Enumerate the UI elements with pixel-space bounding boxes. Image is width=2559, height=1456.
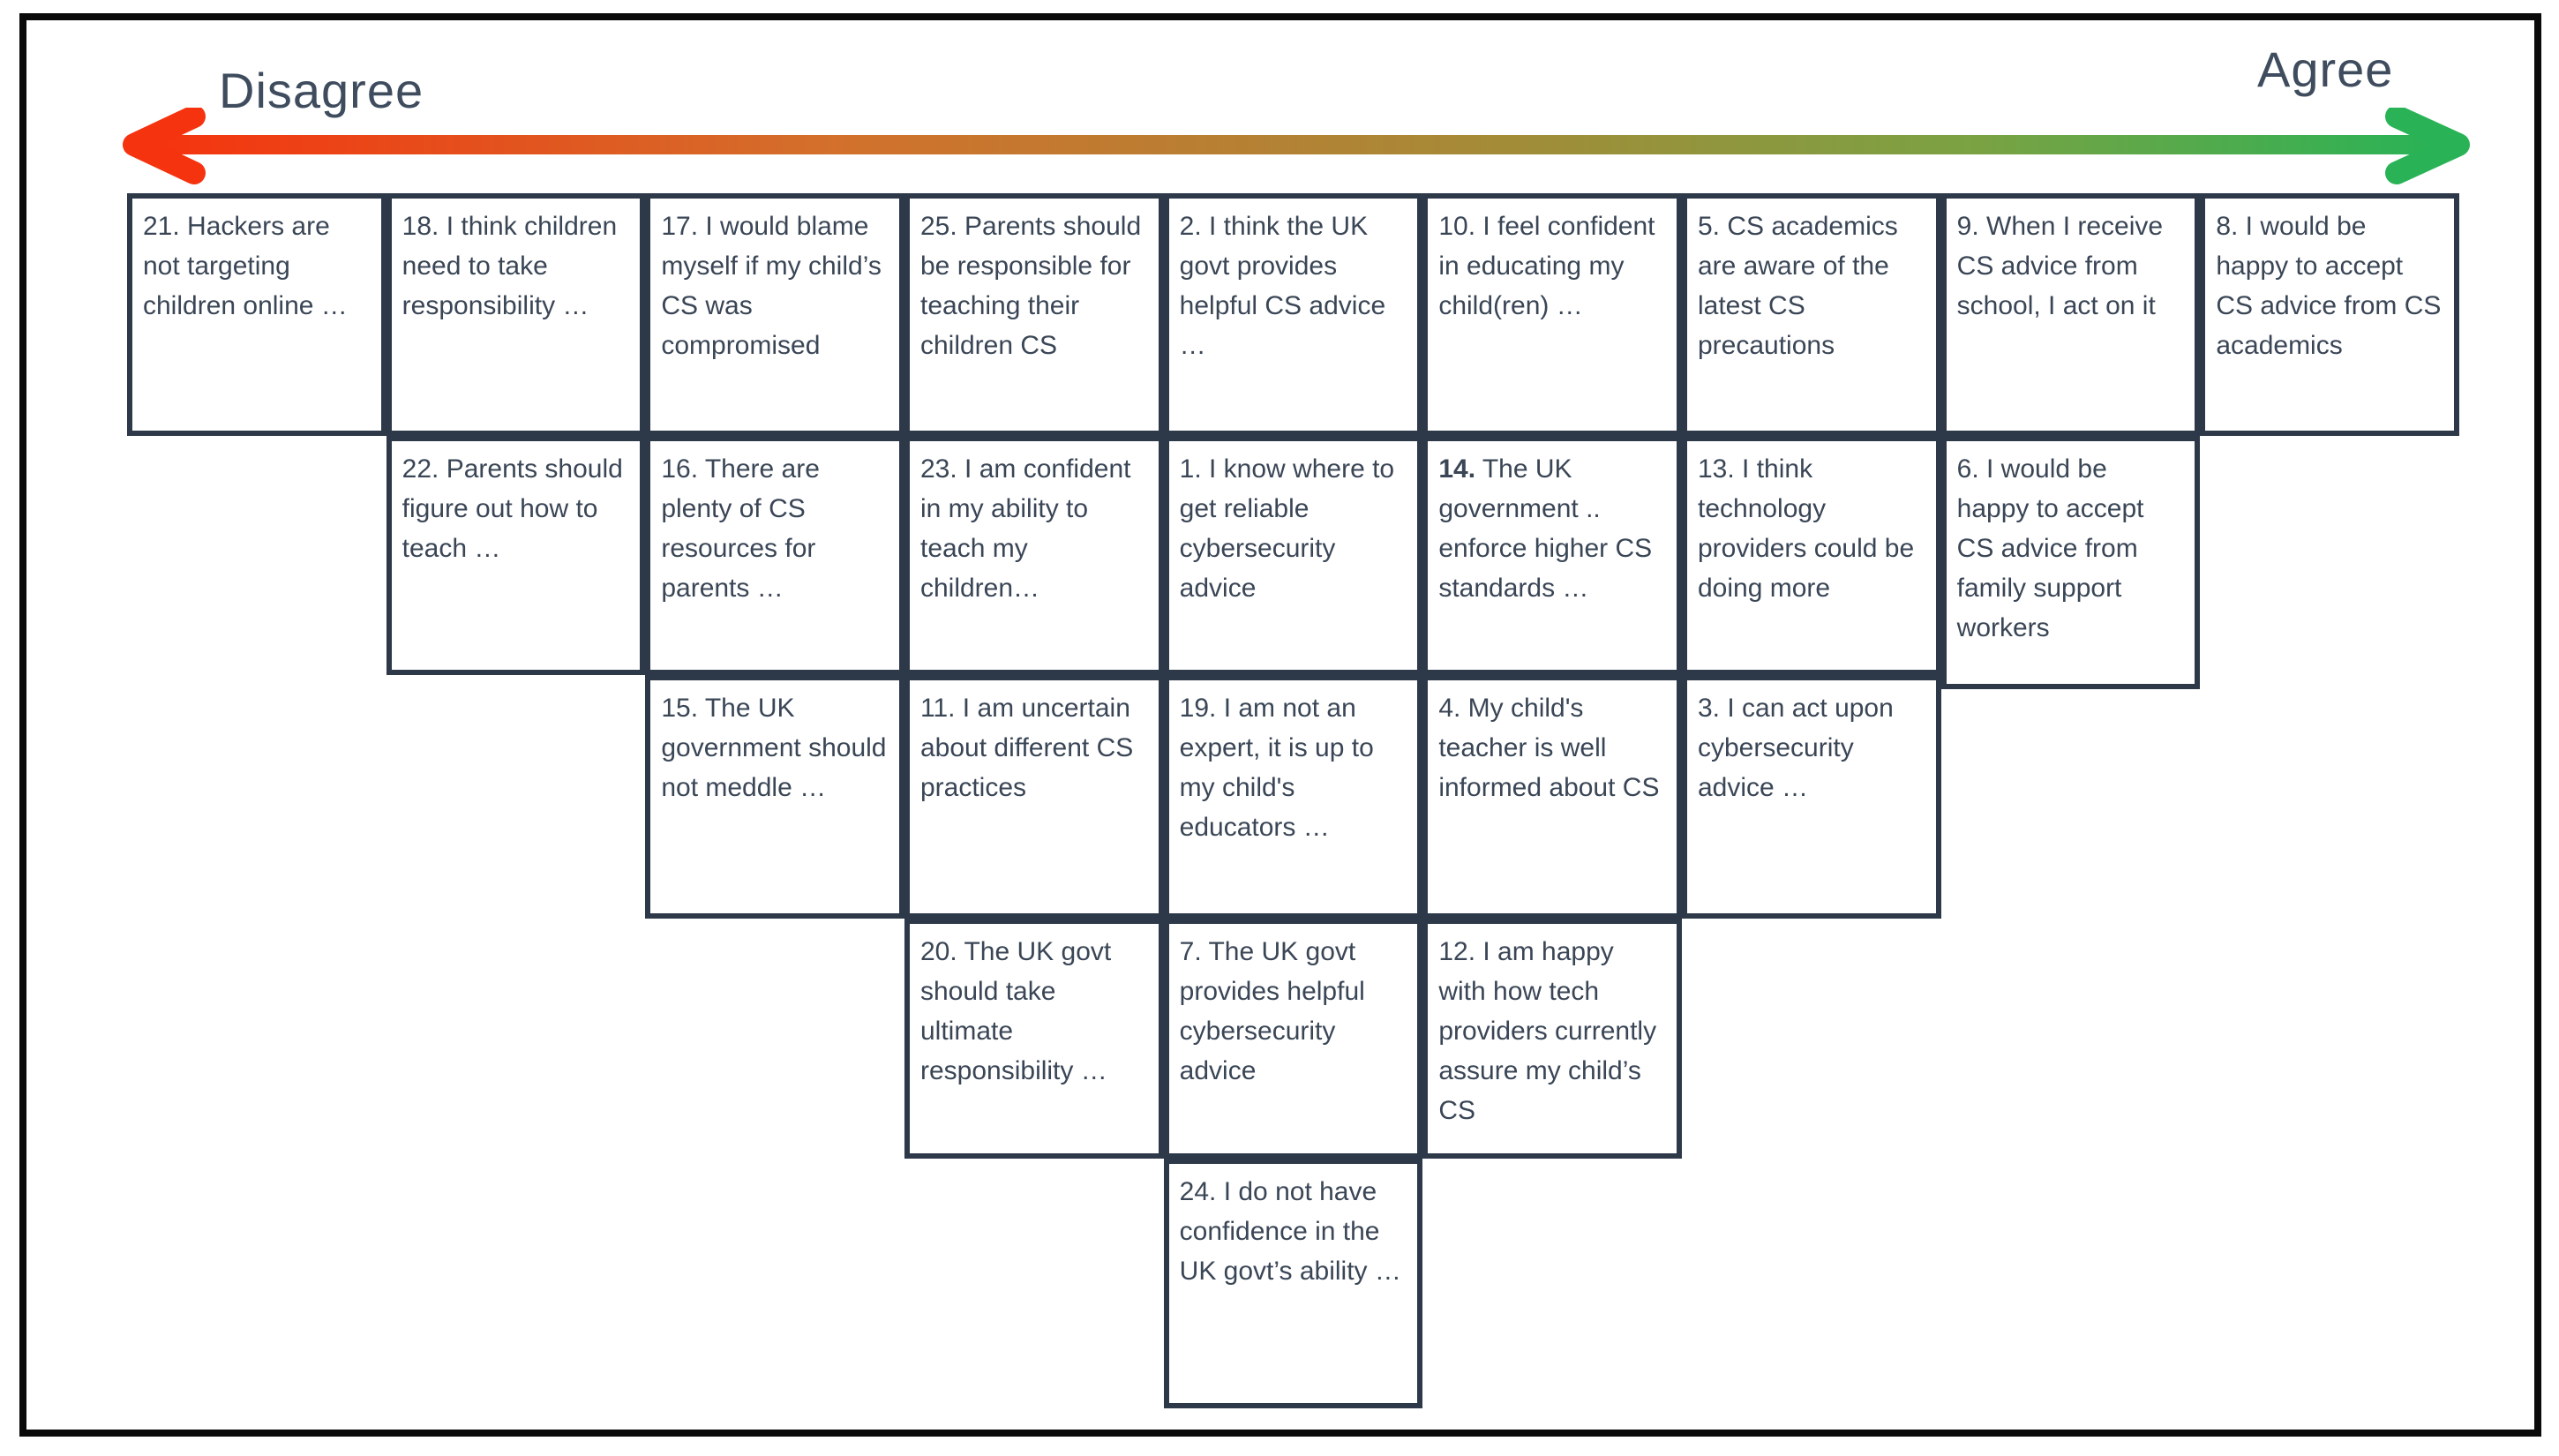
- statement-card-25: 25. Parents should be responsible for te…: [904, 193, 1164, 436]
- disagree-label: Disagree: [219, 63, 424, 118]
- statement-card-20: 20. The UK govt should take ultimate res…: [904, 919, 1164, 1159]
- statement-card-1: 1. I know where to get reliable cybersec…: [1163, 436, 1423, 675]
- statement-card-4: 4. My child's teacher is well informed a…: [1422, 675, 1682, 919]
- statement-card-11: 11. I am uncertain about different CS pr…: [904, 675, 1164, 919]
- statement-card-8: 8. I would be happy to accept CS advice …: [2200, 193, 2459, 436]
- statement-card-16: 16. There are plenty of CS resources for…: [645, 436, 904, 675]
- arrow-shaft: [148, 135, 2435, 154]
- qsort-statement-board: 21. Hackers are not targeting children o…: [127, 193, 2459, 1408]
- statement-card-22: 22. Parents should figure out how to tea…: [386, 436, 646, 675]
- statement-card-18: 18. I think children need to take respon…: [386, 193, 646, 436]
- arrow-right-head-icon: [2385, 108, 2470, 184]
- statement-card-9: 9. When I receive CS advice from school,…: [1940, 193, 2201, 436]
- disagree-agree-gradient-arrow: [123, 108, 2470, 184]
- statement-card-14: 14. The UK government .. enforce higher …: [1422, 436, 1682, 675]
- agree-label: Agree: [2257, 41, 2394, 97]
- statement-card-5: 5. CS academics are aware of the latest …: [1681, 193, 1941, 436]
- statement-card-3: 3. I can act upon cybersecurity advice …: [1681, 675, 1941, 919]
- statement-card-12: 12. I am happy with how tech providers c…: [1422, 919, 1682, 1159]
- statement-card-19: 19. I am not an expert, it is up to my c…: [1163, 675, 1423, 919]
- statement-card-23: 23. I am confident in my ability to teac…: [904, 436, 1164, 675]
- statement-text: The UK government .. enforce higher CS s…: [1438, 454, 1653, 603]
- statement-card-13: 13. I think technology providers could b…: [1681, 436, 1941, 675]
- statement-number-bold: 14.: [1438, 454, 1476, 484]
- statement-card-7: 7. The UK govt provides helpful cybersec…: [1163, 919, 1423, 1159]
- arrow-left-head-icon: [123, 108, 206, 184]
- statement-card-10: 10. I feel confident in educating my chi…: [1422, 193, 1682, 436]
- statement-card-21: 21. Hackers are not targeting children o…: [127, 193, 386, 436]
- statement-card-24: 24. I do not have confidence in the UK g…: [1163, 1159, 1423, 1408]
- statement-card-17: 17. I would blame myself if my child’s C…: [645, 193, 904, 436]
- statement-card-6: 6. I would be happy to accept CS advice …: [1940, 436, 2201, 689]
- statement-card-2: 2. I think the UK govt provides helpful …: [1163, 193, 1423, 436]
- statement-card-15: 15. The UK government should not meddle …: [645, 675, 904, 919]
